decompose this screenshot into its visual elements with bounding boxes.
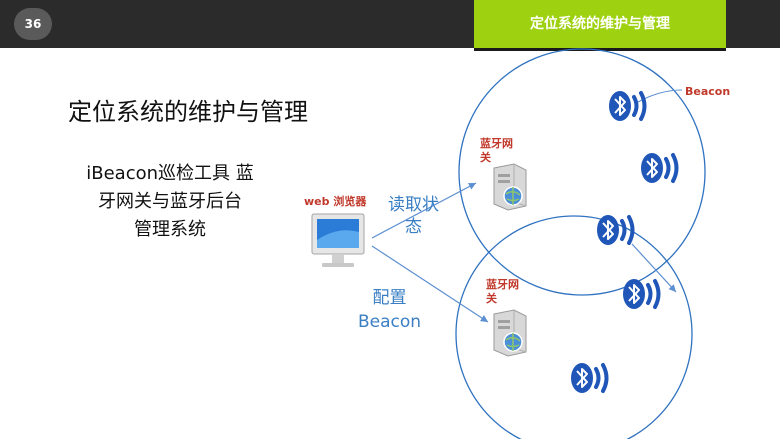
subtitle-line-1: iBeacon巡检工具 蓝 (86, 163, 254, 184)
browser-label: web 浏览器 (304, 195, 367, 208)
bluetooth-icon (608, 89, 647, 123)
read-status-label: 读取状 态 (388, 195, 439, 237)
gateway-zone-circle-top (458, 48, 706, 296)
slide-title: 定位系统的维护与管理 (68, 98, 308, 126)
section-header-tab: 定位系统的维护与管理 (474, 0, 726, 48)
gateway-zone-circle-bottom (455, 215, 693, 439)
beacon-callout-line (637, 89, 683, 103)
server-tower-icon (493, 309, 527, 357)
beacon-link-arrow (631, 243, 677, 293)
page-number-badge: 36 (14, 8, 52, 40)
bluetooth-icon (570, 361, 609, 395)
gateway-bottom-label: 蓝牙网 关 (486, 278, 519, 305)
bluetooth-icon (622, 277, 661, 311)
bluetooth-icon (640, 151, 679, 185)
slide-subtitle: iBeacon巡检工具 蓝 牙网关与蓝牙后台 管理系统 (50, 160, 290, 244)
server-tower-icon (493, 163, 527, 211)
config-arrow (371, 245, 489, 323)
read-status-arrow (371, 182, 477, 239)
gateway-top-label: 蓝牙网 关 (480, 137, 513, 164)
beacon-label: Beacon (685, 85, 731, 98)
config-label: 配置 Beacon (358, 288, 422, 332)
bluetooth-icon (596, 213, 635, 247)
header-tab-underline (474, 48, 726, 51)
computer-monitor-icon (311, 213, 365, 267)
subtitle-line-3: 管理系统 (134, 219, 206, 240)
subtitle-line-2: 牙网关与蓝牙后台 (98, 191, 242, 212)
